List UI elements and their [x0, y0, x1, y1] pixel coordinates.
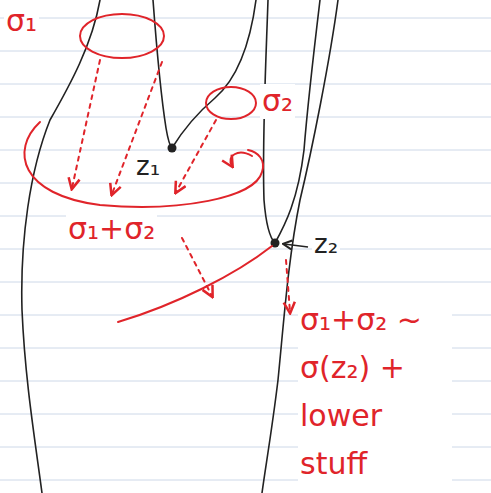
saddle-curve — [263, 0, 320, 243]
ruling-line — [0, 249, 491, 250]
lower-cycle — [118, 246, 272, 322]
flow-arrow — [176, 120, 216, 192]
ruling-line — [0, 150, 491, 151]
point-label: z₂ — [312, 230, 340, 260]
flow-arrow — [182, 238, 212, 296]
cycle-label: σ₁ — [4, 4, 39, 39]
cycle-circle — [206, 87, 256, 119]
sum-cycle — [24, 122, 263, 207]
surface-outline — [22, 0, 338, 493]
hook-arrow — [230, 153, 252, 166]
cycle-circle — [80, 14, 164, 58]
point-label: z₁ — [134, 152, 162, 182]
left-wall — [22, 0, 100, 493]
flow-arrow — [72, 60, 100, 188]
ruling-line — [0, 18, 491, 19]
ruling-line — [0, 51, 491, 52]
ruling-line — [0, 84, 491, 85]
flow-arrow — [286, 260, 290, 312]
critical-point — [168, 144, 177, 153]
red-annotations — [24, 14, 290, 322]
saddle-curve — [153, 0, 256, 148]
ruling-line — [0, 282, 491, 283]
flow-arrow — [112, 62, 162, 194]
cycle-label: σ₁+σ₂ — [66, 212, 157, 247]
cycle-label: σ₂ — [260, 84, 295, 119]
note-text: σ₁+σ₂ ~ σ(z₂) + lower stuff — [298, 296, 452, 488]
flow-arrows — [72, 60, 290, 312]
pointer-arrow — [284, 244, 308, 247]
